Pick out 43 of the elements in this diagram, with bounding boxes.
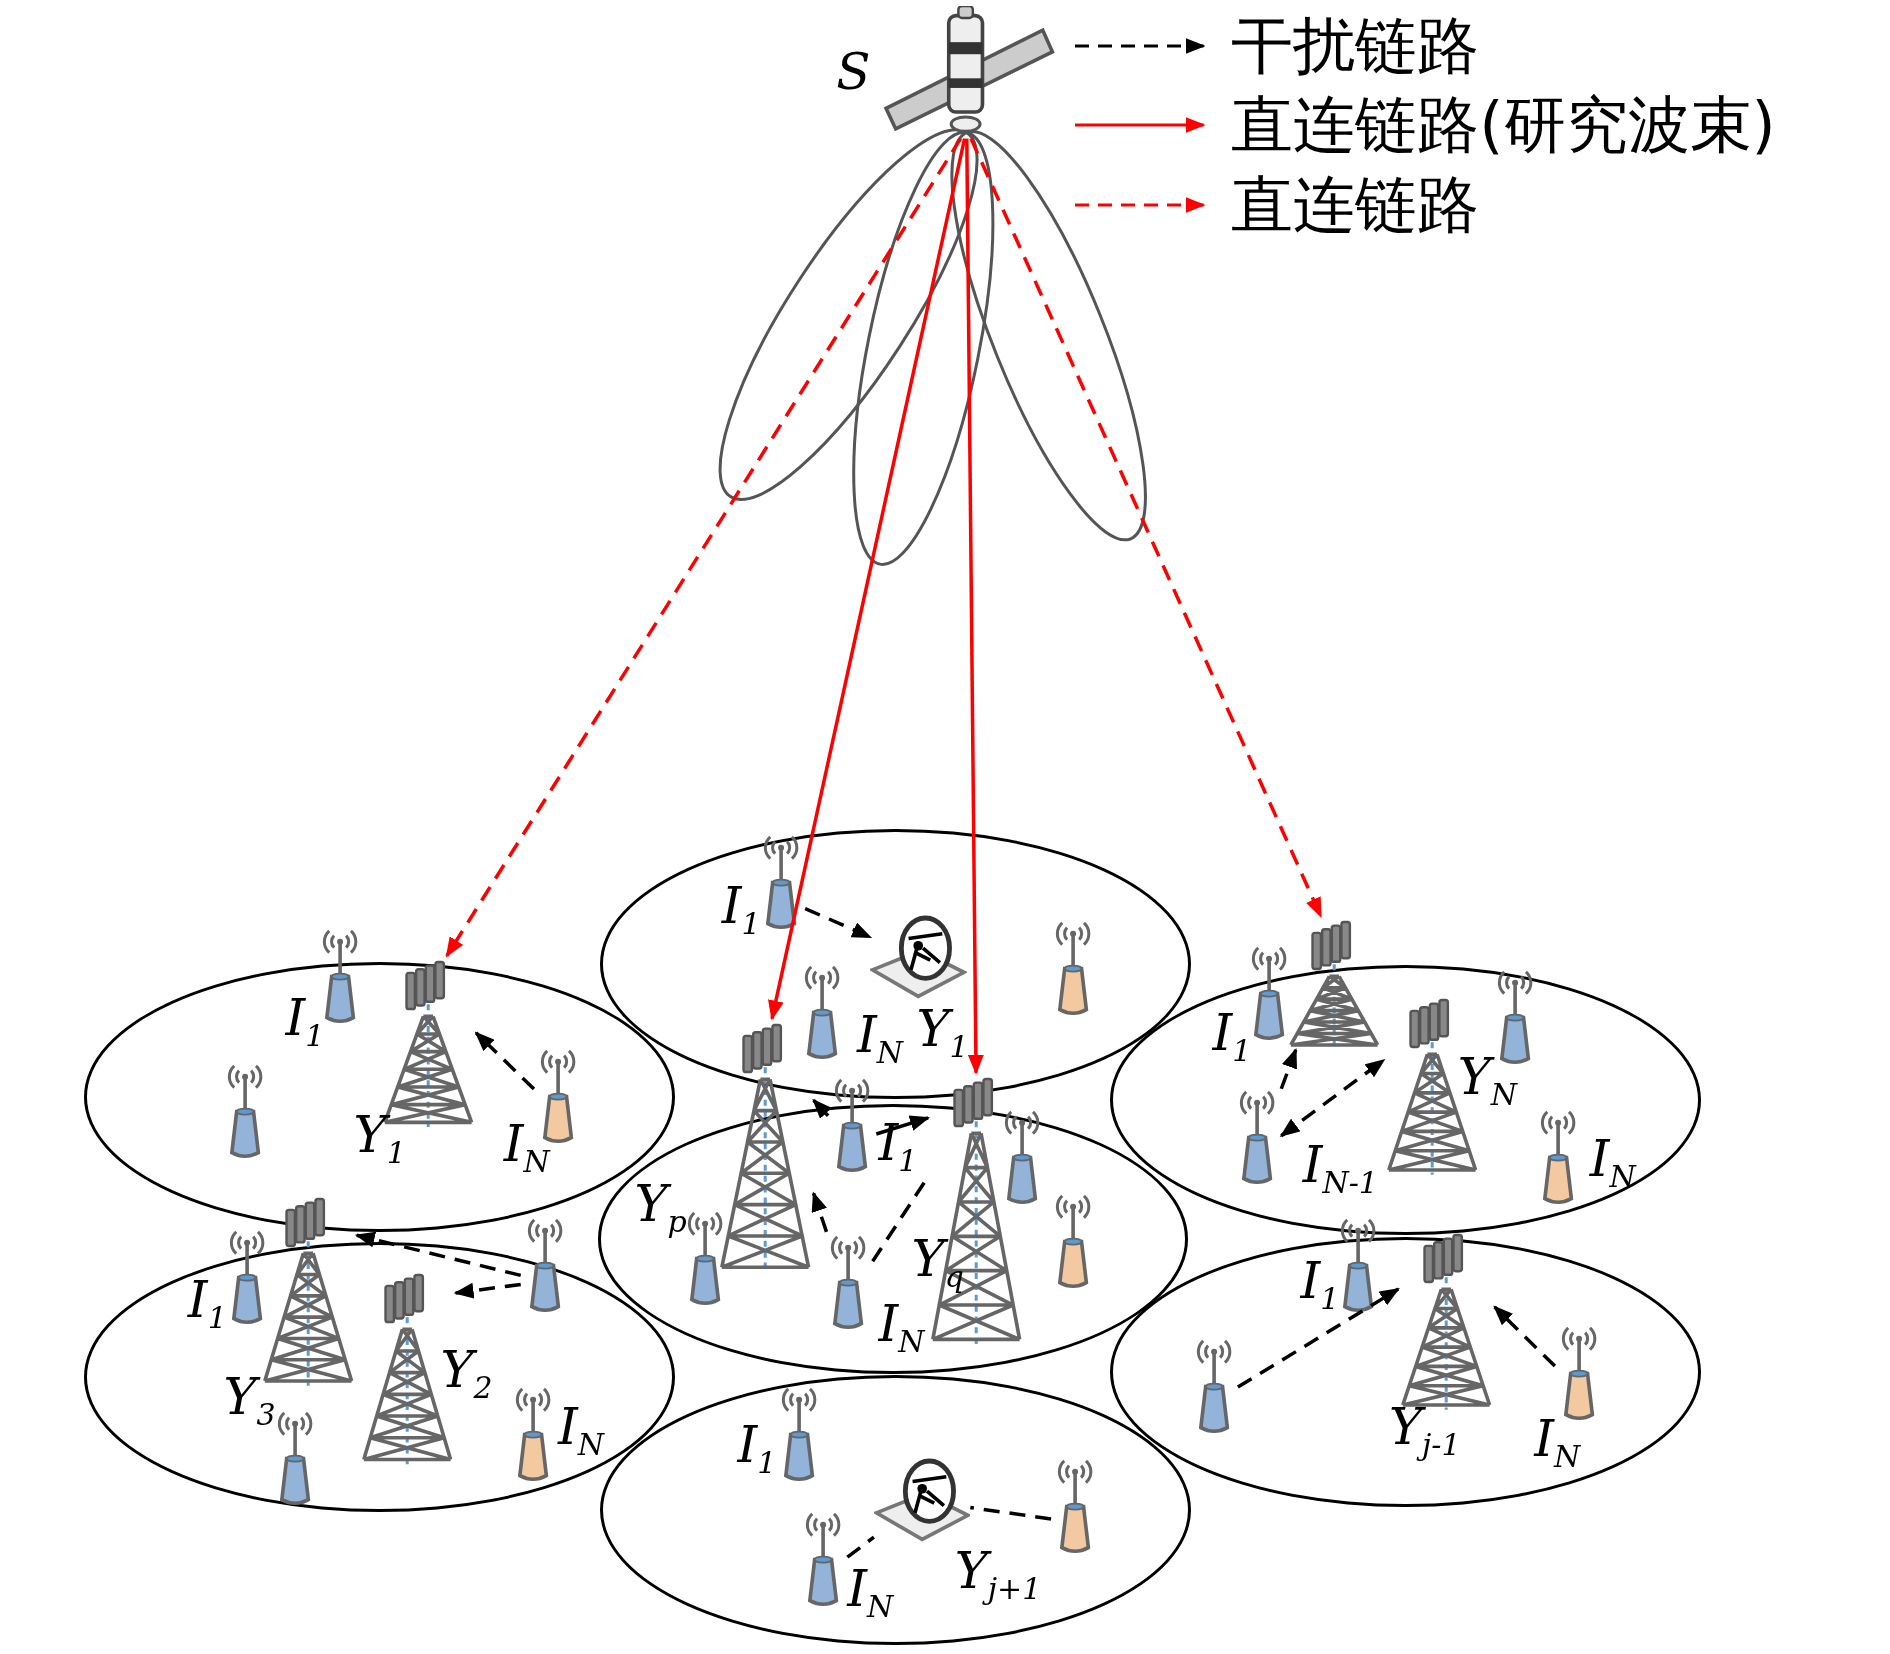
legend-text: 直连链路(研究波束) <box>1231 87 1776 164</box>
math-label: I$_{1}$ <box>737 1419 777 1478</box>
math-label: I$_{N}$ <box>557 1401 604 1460</box>
math-label: Y$_{N}$ <box>1457 1052 1517 1111</box>
link-line <box>970 1505 1052 1521</box>
arrow <box>453 1282 521 1299</box>
arrow <box>1279 1058 1386 1138</box>
math-label: I$_{1}$ <box>721 881 761 940</box>
arrow <box>354 1231 522 1278</box>
math-label: I$_{1}$ <box>1212 1007 1252 1066</box>
arrow <box>811 1191 829 1233</box>
arrow <box>1237 1287 1400 1389</box>
arrow <box>804 906 873 939</box>
math-label: Y$_{j-1}$ <box>1388 1401 1461 1460</box>
math-label: Y$_{p}$ <box>634 1178 687 1237</box>
math-label: S <box>836 47 871 98</box>
math-label: I$_{N}$ <box>847 1564 894 1623</box>
math-label: Y$_{3}$ <box>223 1371 276 1430</box>
arrow <box>1493 1305 1557 1368</box>
math-label: I$_{1}$ <box>285 993 325 1052</box>
legend-text: 干扰链路 <box>1231 7 1480 84</box>
math-label: I$_{N}$ <box>1534 1413 1581 1472</box>
math-label: I$_{N}$ <box>1589 1134 1636 1193</box>
legend-text: 直连链路 <box>1231 166 1480 243</box>
arrow <box>1279 1048 1298 1090</box>
math-label: I$_{1}$ <box>1300 1255 1340 1314</box>
arrow <box>768 138 967 1021</box>
arrow <box>445 137 963 958</box>
math-label: Y$_{1}$ <box>353 1110 406 1169</box>
math-label: I$_{N}$ <box>856 1010 903 1068</box>
arrow <box>474 1031 536 1091</box>
math-label: I$_{1}$ <box>187 1275 227 1334</box>
arrow <box>875 1115 931 1136</box>
link-line <box>846 1535 875 1559</box>
math-label: I$_{N}$ <box>503 1118 550 1177</box>
math-label: Y$_{1}$ <box>916 1003 969 1062</box>
math-label: I$_{N-1}$ <box>1302 1140 1378 1199</box>
arrow <box>969 137 1323 918</box>
math-label: I$_{N}$ <box>878 1299 925 1358</box>
arrow <box>965 138 984 1075</box>
arrow <box>812 1098 832 1119</box>
math-label: Y$_{j+1}$ <box>954 1546 1042 1605</box>
math-label: Y$_{2}$ <box>440 1345 493 1404</box>
